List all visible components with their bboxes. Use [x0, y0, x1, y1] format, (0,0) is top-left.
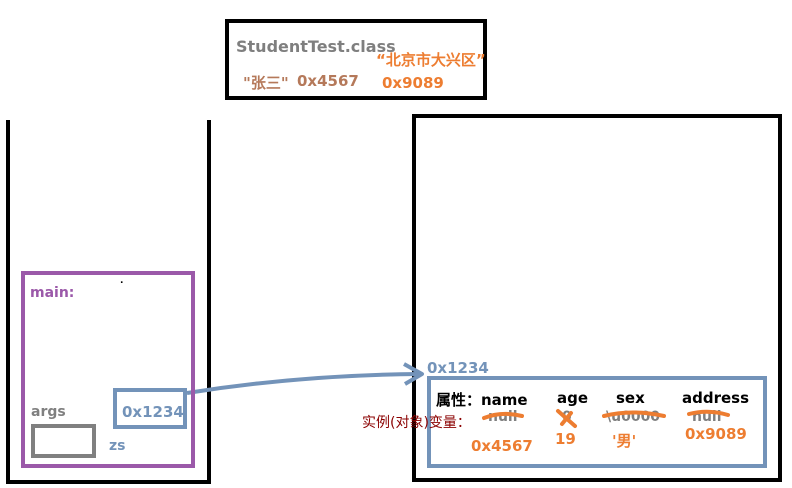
strike-address — [687, 409, 730, 417]
strike-sex — [602, 410, 666, 418]
address-beijing: 0x9089 — [382, 74, 444, 92]
name-value: 0x4567 — [471, 437, 533, 455]
student-object-box — [427, 376, 767, 468]
args-label: args — [31, 404, 66, 420]
string-beijing: “北京市大兴区” — [376, 51, 486, 69]
zs-reference-value: 0x1234 — [122, 403, 184, 421]
attribute-age-header: age — [557, 389, 589, 407]
age-value: 19 — [555, 430, 576, 448]
strike-age — [556, 409, 577, 428]
attribute-address-header: address — [682, 389, 750, 407]
main-stack-frame — [21, 271, 195, 468]
string-zhangsan: "张三" — [243, 74, 289, 92]
method-area-box — [225, 19, 487, 100]
instance-variable-label: 实例(对象)变量： — [362, 415, 471, 431]
address-value: 0x9089 — [685, 425, 747, 443]
reference-arrow — [186, 372, 421, 395]
heap-outline — [412, 114, 782, 482]
main-frame-label: main: — [30, 285, 75, 301]
sex-value: '男' — [612, 432, 637, 450]
attribute-name-header: 属性：name — [436, 391, 528, 409]
object-address-label: 0x1234 — [427, 359, 489, 377]
zs-label: zs — [109, 438, 126, 454]
zs-variable-box — [113, 388, 187, 429]
dot-mark: . — [120, 276, 124, 286]
attribute-sex-header: sex — [616, 389, 645, 407]
args-variable-box — [31, 424, 96, 458]
reference-arrowhead — [403, 362, 424, 386]
address-zhangsan: 0x4567 — [297, 72, 359, 90]
strike-name — [482, 411, 524, 420]
class-name-label: StudentTest.class — [236, 37, 396, 56]
